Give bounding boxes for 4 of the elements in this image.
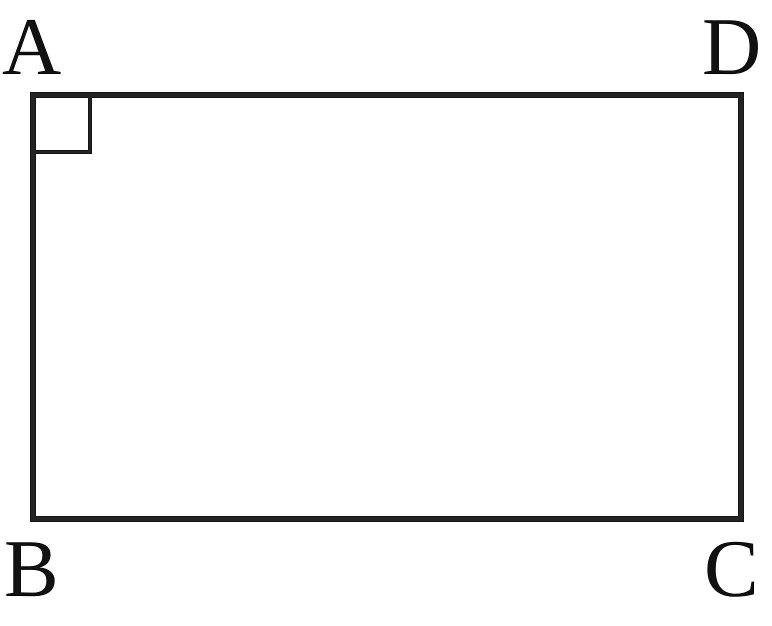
vertex-label: A bbox=[2, 12, 62, 82]
vertex-label: B bbox=[4, 534, 59, 604]
vertex-label: D bbox=[702, 12, 762, 82]
vertex-label: C bbox=[704, 534, 759, 604]
